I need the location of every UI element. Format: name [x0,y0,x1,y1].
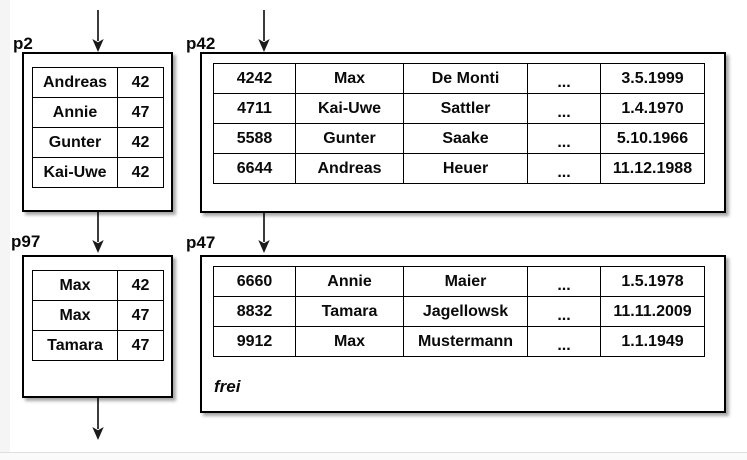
cell-key: Gunter [32,127,118,158]
cell-ellipsis: ... [527,296,601,327]
cell-ellipsis: ... [527,266,601,297]
table-row: 4711 Kai-Uwe Sattler ... 1.4.1970 [213,93,705,124]
pointer-arrow-out-of-p97-icon [92,398,104,440]
cell-key: Andreas [32,67,118,98]
cell-last-name: Heuer [403,153,528,184]
cell-page-ref: 42 [117,127,164,158]
cell-id: 9912 [213,326,296,357]
cell-ellipsis: ... [527,153,601,184]
table-row: 8832 Tamara Jagellowsk ... 11.11.2009 [213,296,705,327]
cell-id: 4711 [213,93,296,124]
record-table-p47: 6660 Annie Maier ... 1.5.1978 8832 Tamar… [213,266,705,357]
cell-first-name: Annie [295,266,404,297]
cell-date: 11.12.1988 [600,153,705,184]
cell-id: 4242 [213,63,296,94]
page-label-p42: p42 [186,34,216,53]
pointer-arrow-p2-to-p97-icon [92,212,104,253]
cell-date: 1.4.1970 [600,93,705,124]
page-box-p97: Max 42 Max 47 Tamara 47 [22,255,173,398]
table-row: Gunter 42 [32,127,164,158]
cell-date: 5.10.1966 [600,123,705,154]
page-box-p42: 4242 Max De Monti ... 3.5.1999 4711 Kai-… [200,52,726,213]
cell-first-name: Tamara [295,296,404,327]
cell-last-name: Sattler [403,93,528,124]
page-label-p97: p97 [11,232,41,251]
cell-first-name: Max [295,63,404,94]
table-row: 6660 Annie Maier ... 1.5.1978 [213,266,705,297]
pointer-arrow-p42-to-p47-icon [258,213,270,253]
table-row: Max 42 [32,270,164,301]
cell-last-name: Mustermann [403,326,528,357]
free-space-label: frei [214,377,241,396]
page-edge-bottom [0,452,747,460]
page-box-p47: 6660 Annie Maier ... 1.5.1978 8832 Tamar… [200,255,726,413]
page-edge-left [0,0,10,452]
cell-ellipsis: ... [527,326,601,357]
table-row: Andreas 42 [32,67,164,98]
cell-key: Annie [32,97,118,128]
pointer-arrow-into-p2-icon [92,10,104,52]
index-table-p97: Max 42 Max 47 Tamara 47 [32,270,164,361]
cell-page-ref: 42 [117,157,164,188]
cell-id: 5588 [213,123,296,154]
cell-first-name: Andreas [295,153,404,184]
cell-page-ref: 47 [117,300,164,331]
page-box-p2: Andreas 42 Annie 47 Gunter 42 Kai-Uwe 42 [22,52,173,212]
cell-date: 1.1.1949 [600,326,705,357]
cell-first-name: Max [295,326,404,357]
cell-last-name: Maier [403,266,528,297]
cell-ellipsis: ... [527,63,601,94]
cell-id: 6644 [213,153,296,184]
table-row: 9912 Max Mustermann ... 1.1.1949 [213,326,705,357]
page-label-p47: p47 [186,233,216,252]
table-row: Tamara 47 [32,330,164,361]
table-row: Max 47 [32,300,164,331]
page-label-p2: p2 [13,34,33,53]
cell-page-ref: 47 [117,330,164,361]
cell-ellipsis: ... [527,93,601,124]
cell-first-name: Gunter [295,123,404,154]
cell-date: 1.5.1978 [600,266,705,297]
cell-page-ref: 42 [117,270,164,301]
cell-last-name: Saake [403,123,528,154]
cell-key: Max [32,270,118,301]
cell-key: Tamara [32,330,118,361]
cell-page-ref: 42 [117,67,164,98]
cell-date: 3.5.1999 [600,63,705,94]
cell-id: 6660 [213,266,296,297]
cell-first-name: Kai-Uwe [295,93,404,124]
cell-id: 8832 [213,296,296,327]
cell-ellipsis: ... [527,123,601,154]
table-row: 5588 Gunter Saake ... 5.10.1966 [213,123,705,154]
record-table-p42: 4242 Max De Monti ... 3.5.1999 4711 Kai-… [213,63,705,184]
table-row: 6644 Andreas Heuer ... 11.12.1988 [213,153,705,184]
index-table-p2: Andreas 42 Annie 47 Gunter 42 Kai-Uwe 42 [32,67,164,188]
table-row: 4242 Max De Monti ... 3.5.1999 [213,63,705,94]
cell-key: Kai-Uwe [32,157,118,188]
cell-date: 11.11.2009 [600,296,705,327]
cell-last-name: Jagellowsk [403,296,528,327]
pointer-arrow-into-p42-icon [258,10,270,52]
table-row: Kai-Uwe 42 [32,157,164,188]
cell-page-ref: 47 [117,97,164,128]
cell-last-name: De Monti [403,63,528,94]
cell-key: Max [32,300,118,331]
table-row: Annie 47 [32,97,164,128]
